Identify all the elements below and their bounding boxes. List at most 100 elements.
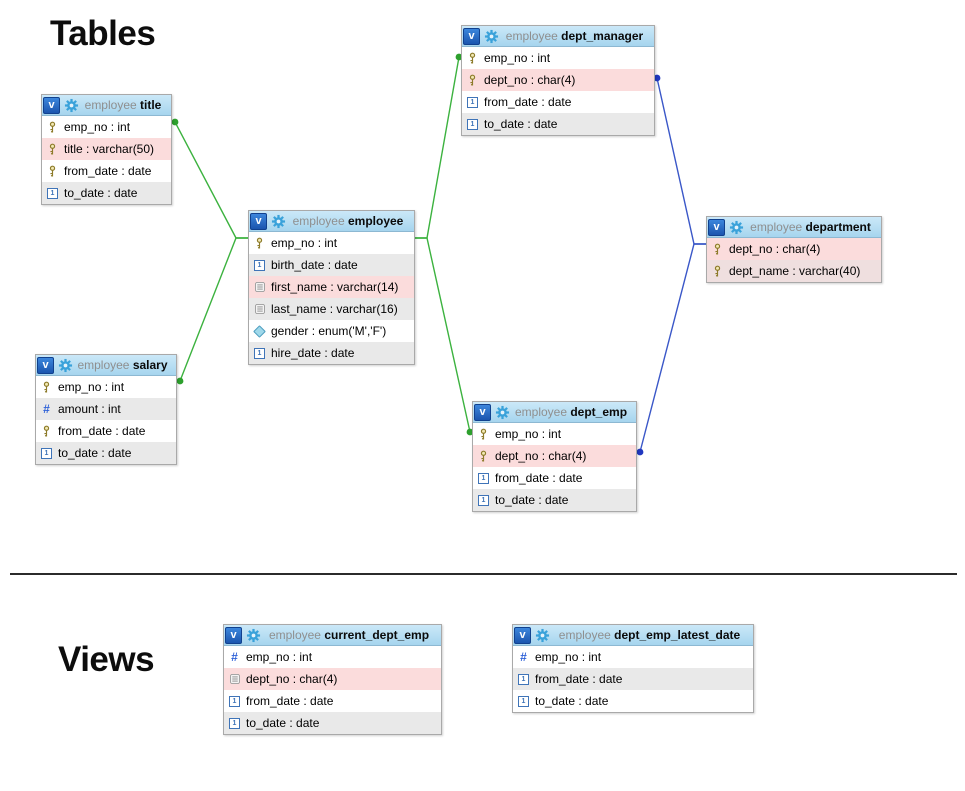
calendar-date-icon: 1 xyxy=(254,346,265,360)
schema-name: employee xyxy=(84,98,137,112)
column-row[interactable]: 1 to_date : date xyxy=(462,113,654,135)
calendar-date-icon: 1 xyxy=(467,117,478,131)
relationship-endpoint-dot xyxy=(176,377,184,385)
column-label: to_date : date xyxy=(484,117,558,131)
primary-key-icon xyxy=(712,264,723,278)
primary-key-icon xyxy=(254,236,265,250)
column-row[interactable]: title : varchar(50) xyxy=(42,138,171,160)
schema-name: employee xyxy=(750,220,803,234)
primary-key-icon xyxy=(41,424,52,438)
view-badge-icon: v xyxy=(463,27,480,45)
column-label: dept_no : char(4) xyxy=(729,242,821,256)
column-row[interactable]: dept_no : char(4) xyxy=(707,238,881,260)
entity-title[interactable]: v employee title emp_no : int title : varch… xyxy=(41,94,172,205)
text-type-icon xyxy=(254,302,265,316)
primary-key-icon xyxy=(467,73,478,87)
primary-key-icon xyxy=(712,242,723,256)
entity-title-label: employee employee xyxy=(286,214,410,228)
entity-title-label: employee title xyxy=(79,98,167,112)
primary-key-icon xyxy=(47,164,58,178)
gear-icon xyxy=(484,29,499,44)
entity-header-dept_manager[interactable]: v employee dept_manager xyxy=(462,26,654,47)
entity-header-title[interactable]: v employee title xyxy=(42,95,171,116)
view-badge-icon: v xyxy=(708,218,725,236)
column-row[interactable]: from_date : date xyxy=(42,160,171,182)
calendar-date-icon: 1 xyxy=(467,95,478,109)
view-badge-icon: v xyxy=(225,626,242,644)
entity-title-label: employee dept_emp_latest_date xyxy=(550,628,749,642)
column-row[interactable]: # emp_no : int xyxy=(224,646,441,668)
view-badge-icon: v xyxy=(514,626,531,644)
entity-name: dept_emp xyxy=(570,405,628,419)
entity-name: dept_emp_latest_date xyxy=(614,628,741,642)
relationship-line xyxy=(414,56,460,239)
numeric-type-icon: # xyxy=(231,650,238,664)
gear-icon xyxy=(271,214,286,229)
relationship-line xyxy=(656,77,707,245)
column-row[interactable]: # amount : int xyxy=(36,398,176,420)
column-row[interactable]: #emp_no : int xyxy=(513,646,753,668)
entity-dept_emp_latest_date[interactable]: v employee dept_emp_latest_date #emp_no : … xyxy=(512,624,754,713)
column-row[interactable]: gender : enum('M','F') xyxy=(249,320,414,342)
column-row[interactable]: emp_no : int xyxy=(462,47,654,69)
column-row[interactable]: last_name : varchar(16) xyxy=(249,298,414,320)
primary-key-icon xyxy=(467,51,478,65)
column-row[interactable]: emp_no : int xyxy=(42,116,171,138)
schema-name: employee xyxy=(77,358,130,372)
column-label: emp_no : int xyxy=(535,650,602,664)
column-row[interactable]: 1 hire_date : date xyxy=(249,342,414,364)
column-label: to_date : date xyxy=(58,446,132,460)
entity-header-dept_emp_latest_date[interactable]: v employee dept_emp_latest_date xyxy=(513,625,753,646)
primary-key-icon xyxy=(47,120,58,134)
gear-icon xyxy=(495,405,510,420)
schema-name: employee xyxy=(514,405,567,419)
column-row[interactable]: dept_no : char(4) xyxy=(224,668,441,690)
column-row[interactable]: from_date : date xyxy=(36,420,176,442)
column-label: emp_no : int xyxy=(58,380,125,394)
relationship-title-employee xyxy=(171,118,249,239)
column-row[interactable]: dept_no : char(4) xyxy=(462,69,654,91)
view-badge-icon: v xyxy=(43,96,60,114)
gear-icon xyxy=(58,358,73,373)
primary-key-icon xyxy=(41,380,52,394)
calendar-date-icon: 1 xyxy=(518,694,529,708)
text-type-icon xyxy=(254,280,265,294)
column-row[interactable]: first_name : varchar(14) xyxy=(249,276,414,298)
numeric-type-icon: # xyxy=(43,402,50,416)
column-label: title : varchar(50) xyxy=(64,142,155,156)
column-label: hire_date : date xyxy=(271,346,355,360)
column-row[interactable]: dept_no : char(4) xyxy=(473,445,636,467)
column-row[interactable]: emp_no : int xyxy=(473,423,636,445)
entity-title-label: employee salary xyxy=(73,358,172,372)
column-row[interactable]: emp_no : int xyxy=(36,376,176,398)
relationship-endpoint-dot xyxy=(636,448,644,456)
calendar-date-icon: 1 xyxy=(518,672,529,686)
column-row[interactable]: dept_name : varchar(40) xyxy=(707,260,881,282)
column-row[interactable]: emp_no : int xyxy=(249,232,414,254)
entity-title-label: employee dept_manager xyxy=(499,29,650,43)
views-section-title: Views xyxy=(58,640,155,679)
column-label: amount : int xyxy=(58,402,121,416)
column-label: emp_no : int xyxy=(246,650,313,664)
